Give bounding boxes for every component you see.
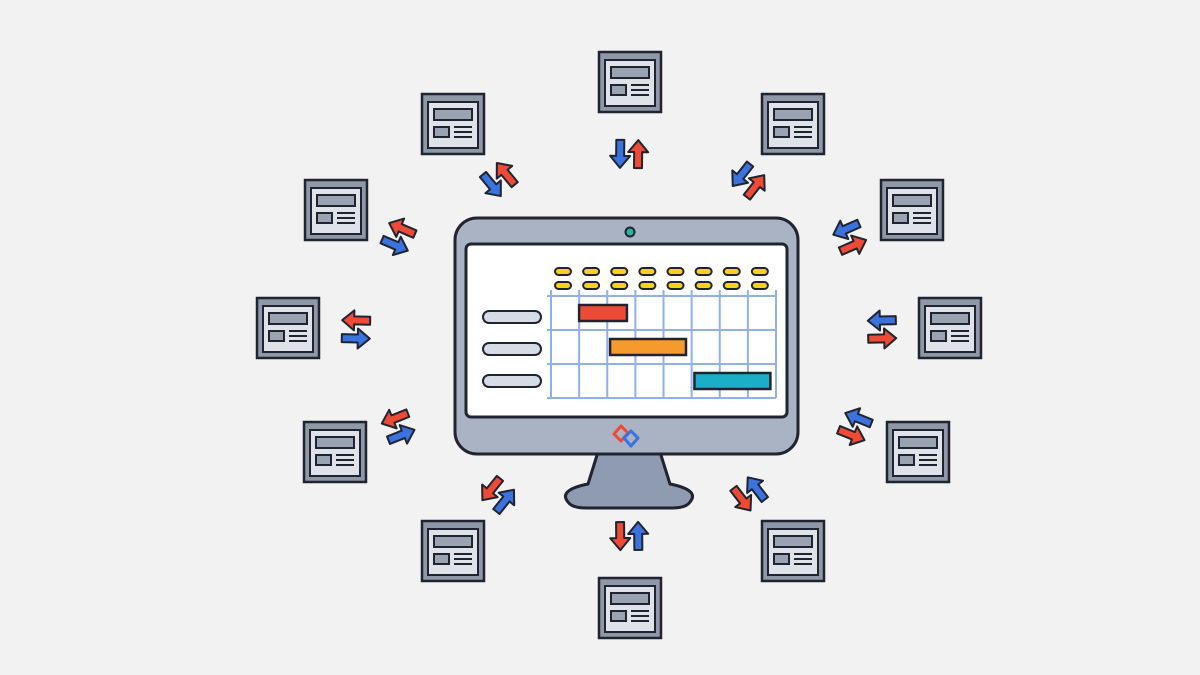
browser-window-icon	[760, 519, 826, 583]
milestone-marker	[666, 281, 685, 290]
task-bar	[693, 371, 772, 391]
row-label-pill	[482, 342, 542, 356]
browser-window-icon	[302, 420, 368, 484]
sync-arrow-icon	[380, 408, 411, 430]
sync-arrow-icon	[836, 425, 866, 447]
milestone-marker	[750, 267, 769, 276]
milestone-marker	[554, 267, 572, 276]
sync-arrow-icon	[729, 484, 753, 512]
browser-window-icon	[917, 296, 983, 360]
sync-arrow-icon	[866, 309, 897, 332]
milestone-marker	[554, 281, 572, 290]
browser-window-icon	[420, 92, 486, 156]
sync-arrow-icon	[609, 138, 632, 169]
link-logo-icon	[612, 424, 640, 448]
monitor-stand	[564, 450, 694, 510]
sync-arrow-icon	[746, 476, 769, 503]
milestone-marker	[610, 281, 629, 290]
sync-arrow-icon	[832, 218, 862, 241]
browser-window-icon	[597, 50, 663, 114]
sync-arrow-icon	[627, 520, 650, 551]
webcam-icon	[624, 226, 636, 238]
milestone-marker	[638, 267, 657, 276]
milestone-marker	[694, 281, 713, 290]
sync-arrow-icon	[742, 174, 766, 201]
milestone-marker	[722, 281, 741, 290]
sync-arrow-icon	[844, 407, 874, 429]
connected-windows	[255, 50, 983, 640]
gantt-chart	[482, 267, 777, 399]
monitor	[453, 216, 800, 456]
milestone-marker	[638, 281, 657, 290]
sync-arrow-icon	[341, 309, 372, 332]
sync-arrow-icon	[385, 424, 416, 445]
sync-arrow-icon	[867, 327, 898, 350]
milestone-marker	[694, 267, 713, 276]
milestone-marker	[582, 281, 601, 290]
sync-arrow-icon	[379, 234, 409, 257]
browser-window-icon	[255, 296, 321, 360]
browser-window-icon	[303, 178, 369, 242]
task-bar	[577, 303, 629, 323]
sync-arrow-icon	[478, 170, 502, 198]
row-label-pill	[482, 374, 542, 388]
sync-arrow-icon	[627, 139, 650, 170]
task-bar	[608, 337, 688, 357]
browser-window-icon	[879, 178, 945, 242]
milestone-marker	[666, 267, 685, 276]
milestone-marker	[750, 281, 769, 290]
milestone-marker	[722, 267, 741, 276]
browser-window-icon	[420, 519, 486, 583]
browser-window-icon	[885, 420, 951, 484]
sync-arrow-icon	[340, 327, 371, 350]
sync-arrow-icon	[492, 488, 516, 515]
sync-arrow-icon	[837, 234, 868, 256]
browser-window-icon	[760, 92, 826, 156]
milestone-marker	[610, 267, 629, 276]
milestone-marker	[582, 267, 601, 276]
row-label-pill	[482, 310, 542, 324]
sync-arrow-icon	[481, 474, 505, 502]
sync-arrow-icon	[731, 160, 755, 188]
browser-window-icon	[597, 576, 663, 640]
sync-arrow-icon	[495, 162, 519, 189]
sync-arrow-icon	[388, 217, 418, 239]
sync-arrow-icon	[609, 521, 632, 552]
